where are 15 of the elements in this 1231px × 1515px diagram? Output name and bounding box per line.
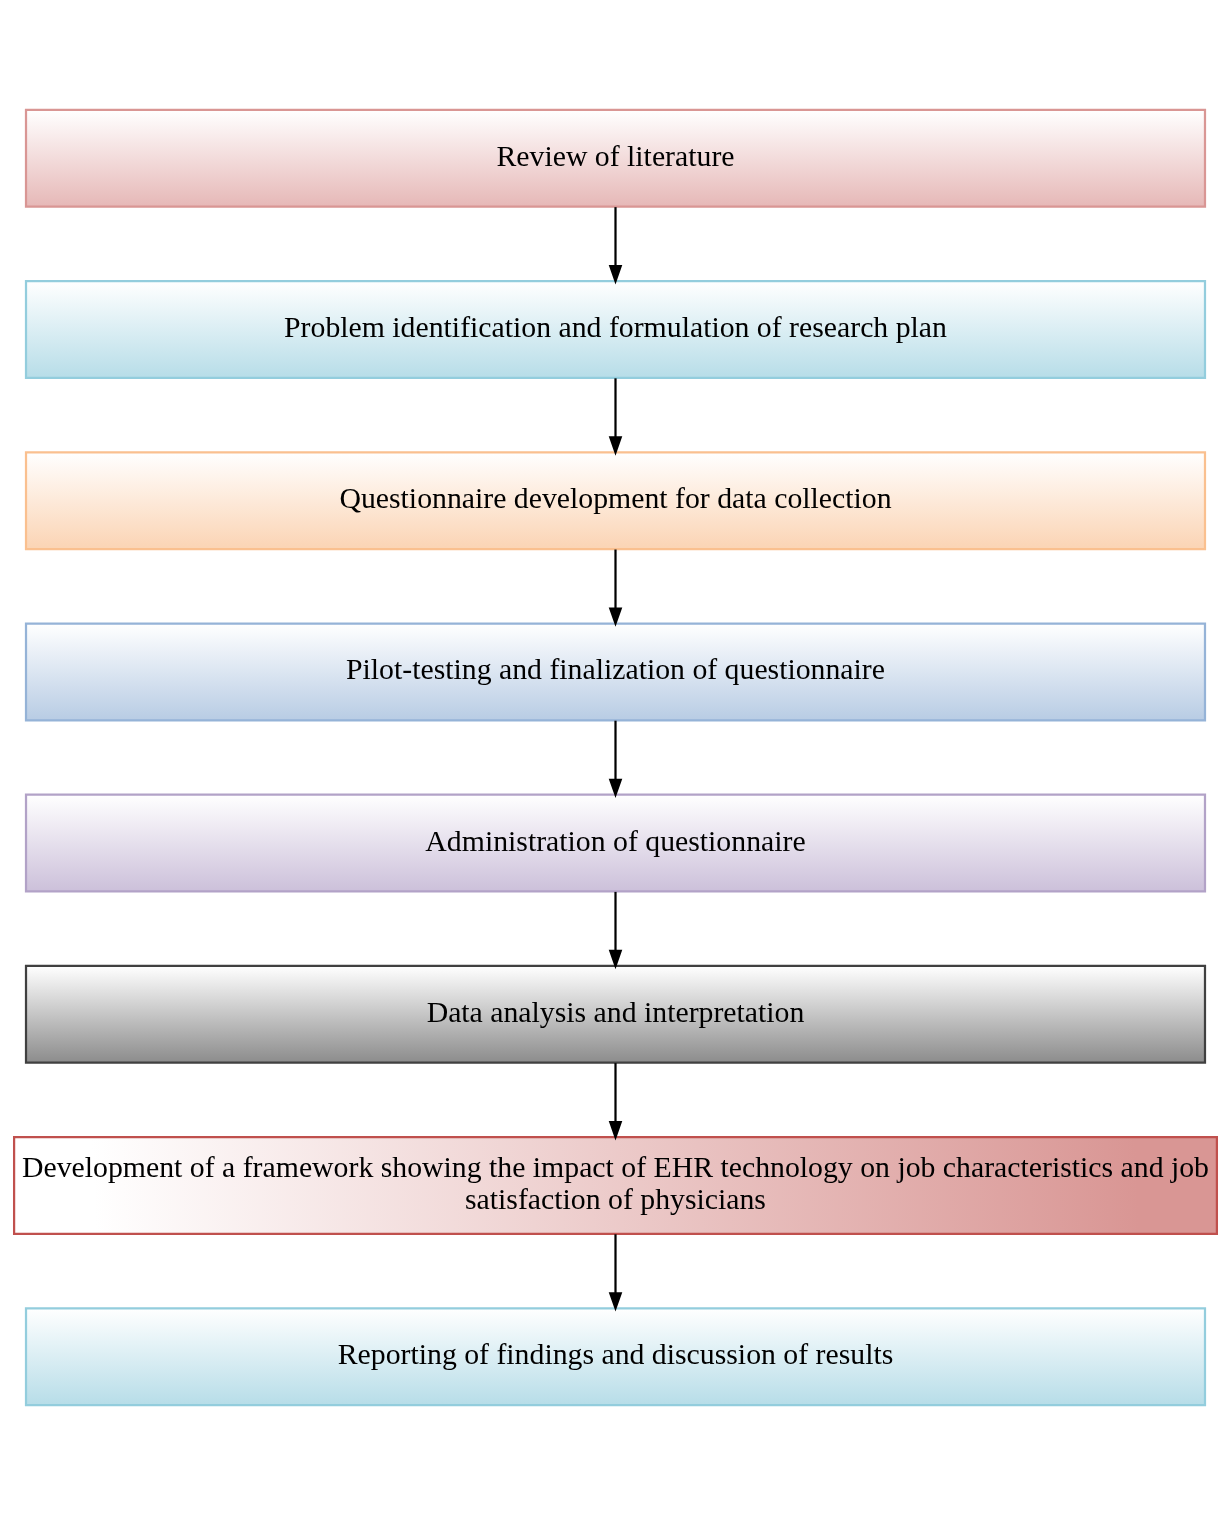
node-box: Development of a framework showing the impact of EHR technology on job characteristics and job satisfaction of physicians [13,1136,1218,1235]
node-box: Review of literature [24,108,1207,208]
node-box: Questionnaire development for data collection [24,451,1207,551]
node-box: Problem identification and formulation of research plan [24,280,1207,379]
node-box: Data analysis and interpretation [24,964,1207,1064]
arrow [608,207,623,285]
arrow [608,891,623,970]
arrow [608,1234,623,1312]
arrow [608,720,623,799]
node-box: Reporting of findings and discussion of results [24,1307,1207,1407]
arrow [608,549,623,627]
node-box: Administration of questionnaire [24,793,1207,893]
arrow [608,378,623,456]
arrow [608,1063,623,1141]
node-box: Pilot-testing and finalization of questionnaire [24,622,1207,722]
